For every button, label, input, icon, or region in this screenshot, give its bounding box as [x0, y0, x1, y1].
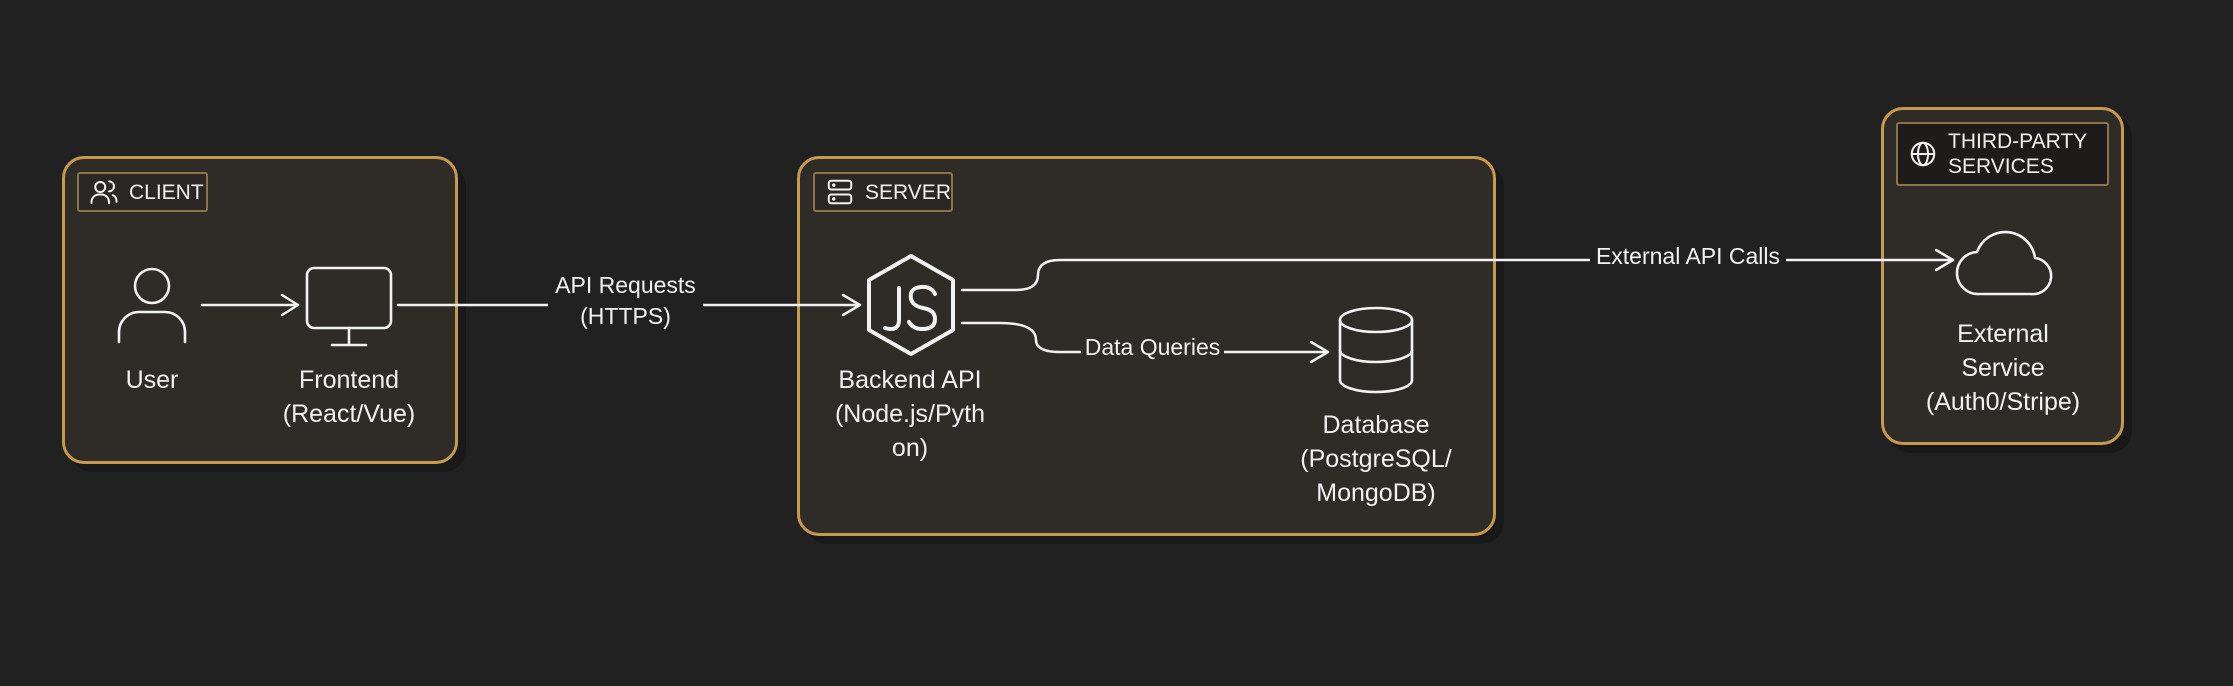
edge-label-api-requests: API Requests (HTTPS): [548, 270, 703, 332]
node-label-external: External Service (Auth0/Stripe): [1925, 320, 2081, 416]
edge-label-data-queries: Data Queries: [1081, 332, 1224, 363]
edge-external-api-calls: [960, 248, 1955, 292]
database-icon: [1338, 306, 1414, 394]
third-party-group-tag: THIRD-PARTY SERVICES: [1896, 122, 2109, 186]
node-label-database: Database (PostgreSQL/ MongoDB): [1300, 411, 1452, 507]
edge-data-queries: [960, 321, 1330, 364]
node-label-backend: Backend API (Node.js/Pyth on): [834, 366, 986, 462]
globe-icon: [1910, 141, 1936, 167]
node-label-frontend: Frontend (React/Vue): [282, 366, 416, 428]
server-group-title: SERVER: [865, 180, 951, 204]
client-group-title: CLIENT: [129, 180, 204, 204]
users-icon: [90, 180, 118, 205]
nodejs-icon: [867, 254, 955, 356]
third-party-group-title: THIRD-PARTY SERVICES: [1948, 130, 2088, 178]
user-icon: [117, 267, 187, 344]
monitor-icon: [305, 266, 393, 347]
edge-label-external-api-calls: External API Calls: [1590, 241, 1786, 272]
edge-user-to-frontend: [200, 293, 300, 317]
server-icon: [827, 179, 853, 205]
server-group-tag: SERVER: [813, 172, 953, 212]
cloud-icon: [1955, 230, 2053, 296]
client-group-tag: CLIENT: [77, 172, 208, 212]
node-label-user: User: [125, 366, 179, 394]
